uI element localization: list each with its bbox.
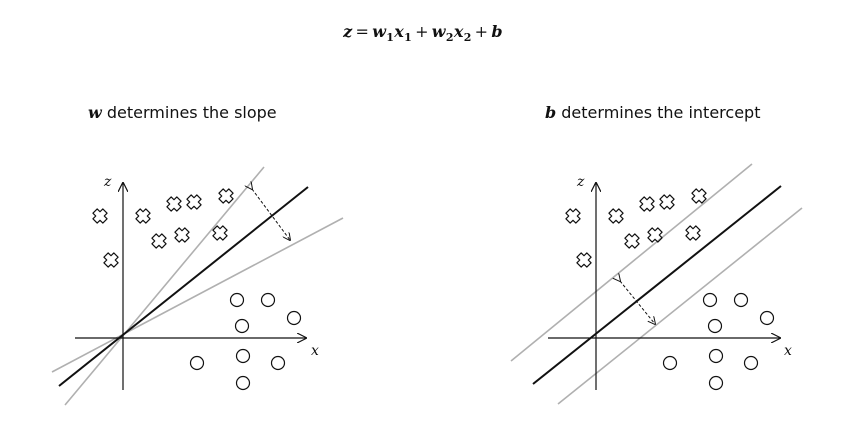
left-circle-markers bbox=[189, 292, 302, 391]
left-steep-line bbox=[64, 166, 265, 406]
left-panel: x z bbox=[51, 166, 344, 406]
eq-w1: w bbox=[372, 22, 387, 41]
left-main-line bbox=[58, 186, 309, 387]
eq-w2-sub: 2 bbox=[445, 31, 454, 45]
circle-marker-icon bbox=[759, 310, 775, 326]
right-upper-line bbox=[510, 163, 753, 362]
circle-marker-icon bbox=[708, 348, 724, 364]
eq-equals: = bbox=[355, 22, 370, 41]
cross-marker-icon bbox=[89, 205, 111, 227]
circle-marker-icon bbox=[286, 310, 302, 326]
right-cross-markers bbox=[562, 185, 710, 271]
cross-marker-icon bbox=[636, 193, 658, 215]
eq-x2: x bbox=[453, 22, 464, 41]
circle-marker-icon bbox=[707, 318, 723, 334]
eq-b: b bbox=[491, 22, 503, 41]
circle-marker-icon bbox=[743, 355, 759, 371]
equation: z=w1x1+w2x2+b bbox=[0, 22, 846, 44]
cross-marker-icon bbox=[171, 224, 193, 246]
eq-plus-1: + bbox=[415, 22, 429, 41]
circle-marker-icon bbox=[235, 348, 251, 364]
cross-marker-icon bbox=[132, 205, 154, 227]
left-panel-title: w determines the slope bbox=[88, 103, 277, 122]
right-title-var: b bbox=[545, 103, 557, 122]
circle-marker-icon bbox=[702, 292, 718, 308]
eq-x1-sub: 1 bbox=[404, 31, 413, 45]
eq-x2-sub: 2 bbox=[463, 31, 472, 45]
right-panel-title: b determines the intercept bbox=[545, 103, 760, 122]
circle-marker-icon bbox=[708, 375, 724, 391]
right-main-line bbox=[532, 185, 782, 385]
eq-z: z bbox=[343, 22, 353, 41]
left-x-axis-label: x bbox=[311, 343, 319, 359]
circle-marker-icon bbox=[270, 355, 286, 371]
circle-marker-icon bbox=[733, 292, 749, 308]
eq-x1: x bbox=[394, 22, 405, 41]
cross-marker-icon bbox=[682, 222, 704, 244]
cross-marker-icon bbox=[644, 224, 666, 246]
right-title-text: determines the intercept bbox=[556, 103, 761, 122]
cross-marker-icon bbox=[688, 185, 710, 207]
cross-marker-icon bbox=[183, 191, 205, 213]
right-panel: x z bbox=[510, 163, 803, 405]
cross-marker-icon bbox=[148, 230, 170, 252]
left-title-text: determines the slope bbox=[101, 103, 277, 122]
cross-marker-icon bbox=[163, 193, 185, 215]
right-y-axis-label: z bbox=[576, 174, 585, 190]
circle-marker-icon bbox=[229, 292, 245, 308]
left-y-axis-label: z bbox=[103, 174, 112, 190]
left-title-var: w bbox=[88, 103, 102, 122]
eq-w2: w bbox=[431, 22, 446, 41]
circle-marker-icon bbox=[235, 375, 251, 391]
circle-marker-icon bbox=[662, 355, 678, 371]
circle-marker-icon bbox=[260, 292, 276, 308]
cross-marker-icon bbox=[562, 205, 584, 227]
eq-plus-2: + bbox=[474, 22, 489, 41]
right-lower-line bbox=[557, 207, 803, 405]
circle-marker-icon bbox=[189, 355, 205, 371]
cross-marker-icon bbox=[621, 230, 643, 252]
circle-marker-icon bbox=[234, 318, 250, 334]
right-x-axis-label: x bbox=[784, 343, 792, 359]
cross-marker-icon bbox=[100, 249, 122, 271]
cross-marker-icon bbox=[209, 222, 231, 244]
left-shallow-line bbox=[51, 217, 344, 373]
cross-marker-icon bbox=[656, 191, 678, 213]
eq-w1-sub: 1 bbox=[386, 31, 395, 45]
cross-marker-icon bbox=[605, 205, 627, 227]
right-circle-markers bbox=[662, 292, 775, 391]
left-double-arrow-icon bbox=[252, 189, 290, 240]
cross-marker-icon bbox=[573, 249, 595, 271]
right-double-arrow-icon bbox=[620, 281, 655, 324]
